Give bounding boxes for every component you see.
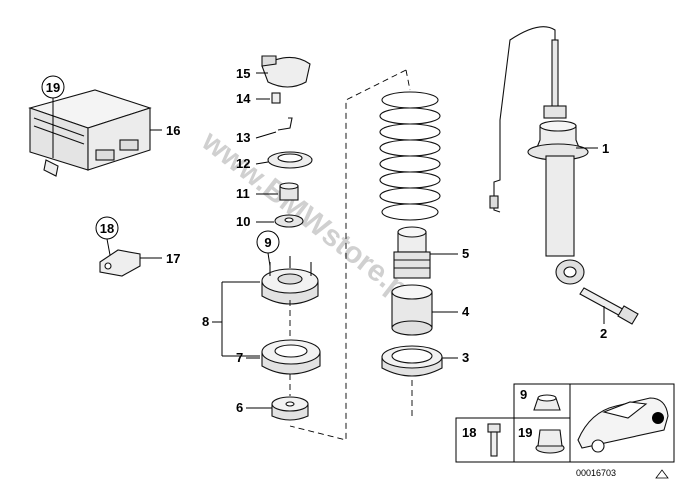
- callout-2: 2: [600, 326, 607, 341]
- diagram-id: 00016703: [576, 468, 616, 478]
- callout-18: 18: [100, 221, 114, 236]
- sensor: [99, 249, 141, 277]
- hardware-legend: [455, 383, 675, 463]
- legend-label-18: 18: [462, 425, 476, 440]
- triangle-icon: [655, 469, 669, 479]
- callout-1: 1: [602, 141, 609, 156]
- hex-nut: [279, 182, 299, 201]
- legend-label-19: 19: [518, 425, 532, 440]
- shock-absorber: [489, 26, 589, 285]
- callout-19: 19: [46, 80, 60, 95]
- coil-spring: [379, 91, 441, 221]
- legend-label-9: 9: [520, 387, 527, 402]
- vent-pipe: [277, 117, 293, 131]
- callout-9: 9: [264, 235, 271, 250]
- protective-cap: [261, 55, 311, 88]
- control-unit: [28, 89, 152, 177]
- support-bearing: [261, 339, 321, 375]
- bolt: [579, 287, 639, 325]
- spring-seat: [381, 345, 443, 377]
- protective-boot: [393, 226, 431, 279]
- callout-12: 12: [236, 156, 250, 171]
- strut-mount: [261, 256, 319, 305]
- callout-15: 15: [236, 66, 250, 81]
- callout-3: 3: [462, 350, 469, 365]
- callout-5: 5: [462, 246, 469, 261]
- callout-14: 14: [236, 91, 251, 106]
- clip: [271, 92, 281, 104]
- callout-10: 10: [236, 214, 250, 229]
- callout-7: 7: [236, 350, 243, 365]
- callout-4: 4: [462, 304, 470, 319]
- legend-nut-washer: [535, 429, 565, 454]
- legend-nut: [533, 394, 561, 411]
- legend-bolt: [487, 423, 501, 457]
- callout-11: 11: [236, 186, 250, 201]
- callout-8: 8: [202, 314, 209, 329]
- callout-16: 16: [166, 123, 180, 138]
- sleeve: [391, 284, 433, 336]
- car-icon: [577, 397, 669, 453]
- bump-pad: [271, 396, 309, 421]
- callout-13: 13: [236, 130, 250, 145]
- callout-6: 6: [236, 400, 243, 415]
- callout-17: 17: [166, 251, 180, 266]
